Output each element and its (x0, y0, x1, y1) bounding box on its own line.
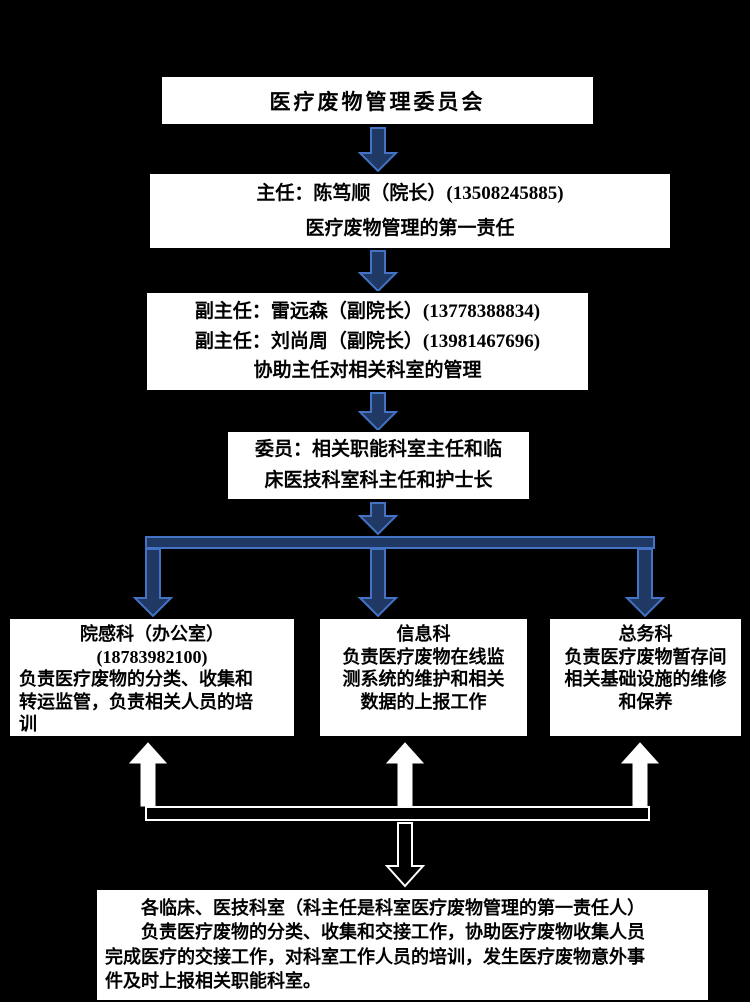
down-arrow-icon (357, 392, 399, 432)
up-arrow-icon (385, 742, 425, 807)
members-text: 委员：相关职能科室主任和临 床医技科室科主任和护士长 (254, 439, 502, 491)
director-line2: 医疗废物管理的第一责任 (305, 218, 515, 239)
director-box: 主任：陈笃顺（院长）(13508245885) 医疗废物管理的第一责任 (148, 172, 672, 250)
down-arrow-icon (357, 548, 399, 618)
down-arrow-icon (357, 250, 399, 293)
clinical-depts-para2: 负责医疗废物的分类、收集和交接工作，协助医疗废物收集人员 完成医疗的交接工作，对… (105, 922, 645, 991)
up-arrow-icon (620, 742, 660, 807)
committee-box: 医疗废物管理委员会 (160, 75, 595, 126)
up-arrow-icon (128, 742, 168, 807)
director-line1: 主任：陈笃顺（院长）(13508245885) (256, 182, 564, 204)
deputy-line2: 副主任：刘尚周（副院长）(13981467696) (194, 330, 541, 352)
deputy-line1: 副主任：雷远森（副院长）(13778388834) (194, 301, 541, 323)
down-arrow-icon (357, 127, 399, 173)
down-connector-icon (384, 822, 426, 888)
dept-information-title: 信息科 (396, 624, 451, 644)
dept-general-box: 总务科 负责医疗废物暂存间 相关基础设施的维修 和保养 (548, 617, 743, 738)
dept-infection-phone: (18783982100) (96, 646, 208, 667)
dept-information-box: 信息科 负责医疗废物在线监 测系统的维护和相关 数据的上报工作 (318, 617, 529, 738)
committee-title: 医疗废物管理委员会 (269, 89, 486, 114)
dept-general-title: 总务科 (618, 624, 673, 644)
down-arrow-icon (132, 548, 174, 618)
merge-bar (145, 806, 650, 821)
dept-information-body: 负责医疗废物在线监 测系统的维护和相关 数据的上报工作 (342, 646, 505, 712)
down-arrow-icon (357, 502, 399, 536)
dept-infection-body: 负责医疗废物的分类、收集和 转运监管，负责相关人员的培 训 (19, 669, 253, 734)
dept-infection-title: 院感科（办公室） (80, 624, 224, 644)
clinical-depts-box: 各临床、医技科室（科主任是科室医疗废物管理的第一责任人） 负责医疗废物的分类、收… (95, 888, 710, 1002)
dept-general-body: 负责医疗废物暂存间 相关基础设施的维修 和保养 (564, 646, 727, 712)
deputy-line3: 协助主任对相关科室的管理 (253, 360, 482, 382)
branch-bar (145, 536, 655, 549)
members-box: 委员：相关职能科室主任和临 床医技科室科主任和护士长 (226, 430, 531, 501)
dept-infection-box: 院感科（办公室） (18783982100) 负责医疗废物的分类、收集和 转运监… (8, 617, 296, 738)
clinical-depts-para1: 各临床、医技科室（科主任是科室医疗废物管理的第一责任人） (141, 898, 645, 918)
deputy-box: 副主任：雷远森（副院长）(13778388834) 副主任：刘尚周（副院长）(1… (145, 291, 590, 392)
down-arrow-icon (624, 548, 666, 618)
